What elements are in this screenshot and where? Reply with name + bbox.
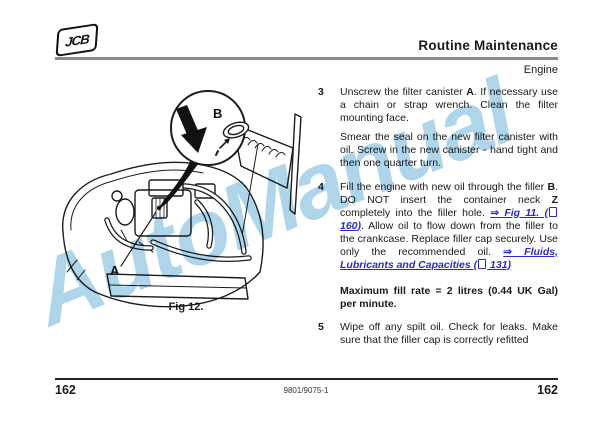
link-fig-11-page: 160)	[340, 219, 362, 232]
step-4-text-cont2: completely into the filler hole.	[340, 206, 491, 219]
max-fill-rate-note: Maximum fill rate = 2 litres (0.44 UK Ga…	[340, 284, 558, 310]
step-3-text: Unscrew the filter canister	[340, 86, 467, 98]
callout-ref-b: B	[547, 180, 556, 193]
pour-arrow-icon	[176, 105, 199, 137]
step-4-text-cont: . DO NOT insert the container neck	[340, 180, 558, 206]
step-3-paragraph-2: Smear the seal on the new filter caniste…	[340, 131, 558, 169]
page-title: Routine Maintenance	[418, 38, 558, 53]
jump-arrow-icon: ⇒	[503, 245, 525, 258]
step-5: 5 Wipe off any spilt oil. Check for leaks…	[318, 321, 558, 347]
callout-ref-a: A	[466, 86, 474, 98]
hull-outline	[62, 161, 247, 233]
step-3-text-cont: . If necessary use a chain or strap wren…	[340, 86, 558, 124]
link-fig-11[interactable]: ⇒ Fig 11. ( 160)	[340, 206, 558, 232]
jump-arrow-icon: ⇒	[490, 206, 505, 219]
engine-block	[134, 189, 192, 237]
step-5-number: 5	[318, 321, 324, 333]
figure-label-b: B	[213, 106, 222, 121]
figure-caption: Fig 12.	[168, 301, 204, 313]
callout-tail	[157, 157, 199, 211]
jcb-logo: JCB	[55, 23, 99, 57]
step-5-text: Wipe off any spilt oil. Check for leaks.…	[340, 321, 558, 346]
link-fluids-page: 131)	[487, 258, 512, 271]
link-fig-11-label: Fig 11. (	[504, 206, 548, 219]
link-fluids-label: Fluids, Lubricants and Capacities (	[340, 245, 558, 271]
header-rule	[55, 57, 558, 60]
vent-cowl	[232, 123, 294, 189]
link-fluids-capacities[interactable]: ⇒ Fluids, Lubricants and Capacities ( 13…	[340, 246, 558, 271]
step-4-text-cont3: . Allow oil to flow down from the filler…	[340, 219, 558, 258]
section-subtitle: Engine	[523, 64, 558, 76]
page-icon	[478, 258, 487, 269]
front-plate	[106, 273, 249, 300]
bonnet-strut	[289, 113, 302, 215]
page-number-left: 162	[55, 383, 76, 397]
engine-bay-illustration: B A	[62, 90, 302, 308]
jcb-logo-text: JCB	[64, 30, 90, 50]
engine-bay-figure: B A	[55, 84, 307, 318]
step-4: 4 Fill the engine with new oil through th…	[318, 181, 558, 272]
filler-cap-icon	[222, 121, 250, 139]
figure-label-a: A	[110, 263, 120, 278]
step-4-number: 4	[318, 180, 324, 193]
document-number: 9801/9075-1	[283, 386, 329, 395]
step-3-number: 3	[318, 86, 324, 98]
page-number-right: 162	[537, 383, 558, 397]
step-3: 3 Unscrew the filter canister A. If neces…	[318, 86, 558, 125]
footer-rule	[55, 378, 558, 380]
instruction-column: 3 Unscrew the filter canister A. If neces…	[318, 86, 558, 347]
callout-ref-z: Z	[551, 193, 558, 206]
step-4-text: Fill the engine with new oil through the…	[340, 180, 548, 193]
page-icon	[549, 206, 557, 217]
